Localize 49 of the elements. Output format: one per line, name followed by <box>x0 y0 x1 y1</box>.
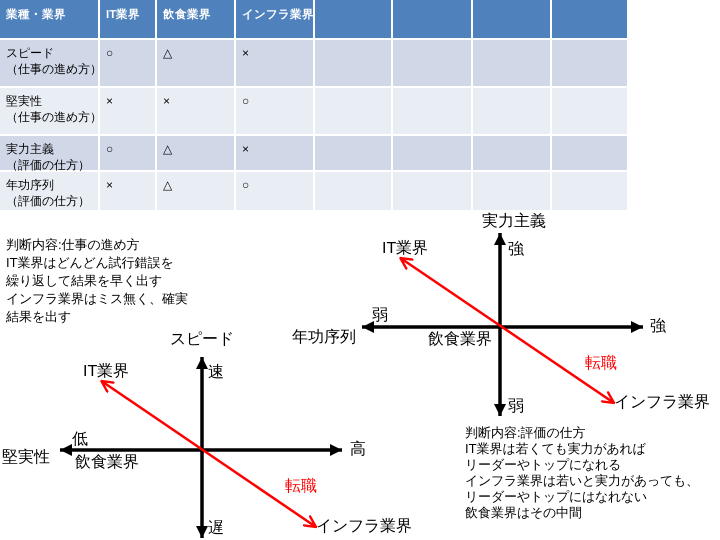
axis-title: 実力主義 <box>482 213 546 231</box>
table-cell: × <box>100 88 157 136</box>
axis-end-label: 強 <box>650 318 666 336</box>
double-arrow <box>100 380 318 528</box>
note-text: IT業界は若くても実力があればリーダーやトップになれる <box>465 441 647 473</box>
industry-label: インフラ業界 <box>316 518 412 536</box>
double-arrow <box>399 256 616 404</box>
table-cell: 実力主義（評価の仕方） <box>0 136 100 172</box>
edge-label: 転職 <box>285 478 317 496</box>
note-text: 判断内容:仕事の進め方 <box>6 236 140 254</box>
table-cell: △ <box>157 172 236 212</box>
table-cell: 年功序列（評価の仕方） <box>0 172 100 212</box>
axis-end-label: 低 <box>72 431 88 449</box>
axis-title: 堅実性 <box>2 449 50 467</box>
axis-end-label: 弱 <box>508 398 524 416</box>
table-cell: 堅実性（仕事の進め方） <box>0 88 100 136</box>
table-cell: ○ <box>100 40 157 88</box>
edge-label: 転職 <box>585 355 617 373</box>
table-header-cell: IT業界 <box>100 0 157 40</box>
industry-label: IT業界 <box>382 240 428 258</box>
table-cell: × <box>236 136 315 172</box>
table-cell: ○ <box>236 88 315 136</box>
table-cell: ○ <box>236 172 315 212</box>
table-cell: △ <box>157 40 236 88</box>
axis-end-label: 速 <box>208 364 224 382</box>
table-cell: ○ <box>100 136 157 172</box>
note-text: 飲食業界はその中間 <box>465 505 582 521</box>
table-cell: △ <box>157 136 236 172</box>
note-text: インフラ業界は若いと実力があっても、リーダーやトップにはなれない <box>465 473 700 505</box>
table-cell: × <box>236 40 315 88</box>
table-header-cell: 業種・業界 <box>0 0 100 40</box>
table-cell: スピード（仕事の進め方） <box>0 40 100 88</box>
point-label: 飲食業界 <box>75 454 139 472</box>
table-header-cell: インフラ業界 <box>236 0 315 40</box>
industry-label: インフラ業界 <box>614 394 710 412</box>
table-header-cell: 飲食業界 <box>157 0 236 40</box>
axis-end-label: 強 <box>508 241 524 259</box>
axis-title: 年功序列 <box>292 329 356 347</box>
note-text: IT業界はどんどん試行錯誤を繰り返して結果を早く出す <box>6 254 175 290</box>
axis-title: スピード <box>170 331 234 349</box>
point-label: 飲食業界 <box>428 331 492 349</box>
industry-label: IT業界 <box>83 363 130 381</box>
table-cell: × <box>100 172 157 212</box>
note-text: インフラ業界はミス無く、確実結果を出す <box>6 290 189 326</box>
axis-end-label: 高 <box>350 441 366 459</box>
axis-end-label: 弱 <box>372 307 388 325</box>
axis-end-label: 遅 <box>208 520 224 538</box>
table-cell: × <box>157 88 236 136</box>
note-text: 判断内容:評価の仕方 <box>465 425 586 441</box>
